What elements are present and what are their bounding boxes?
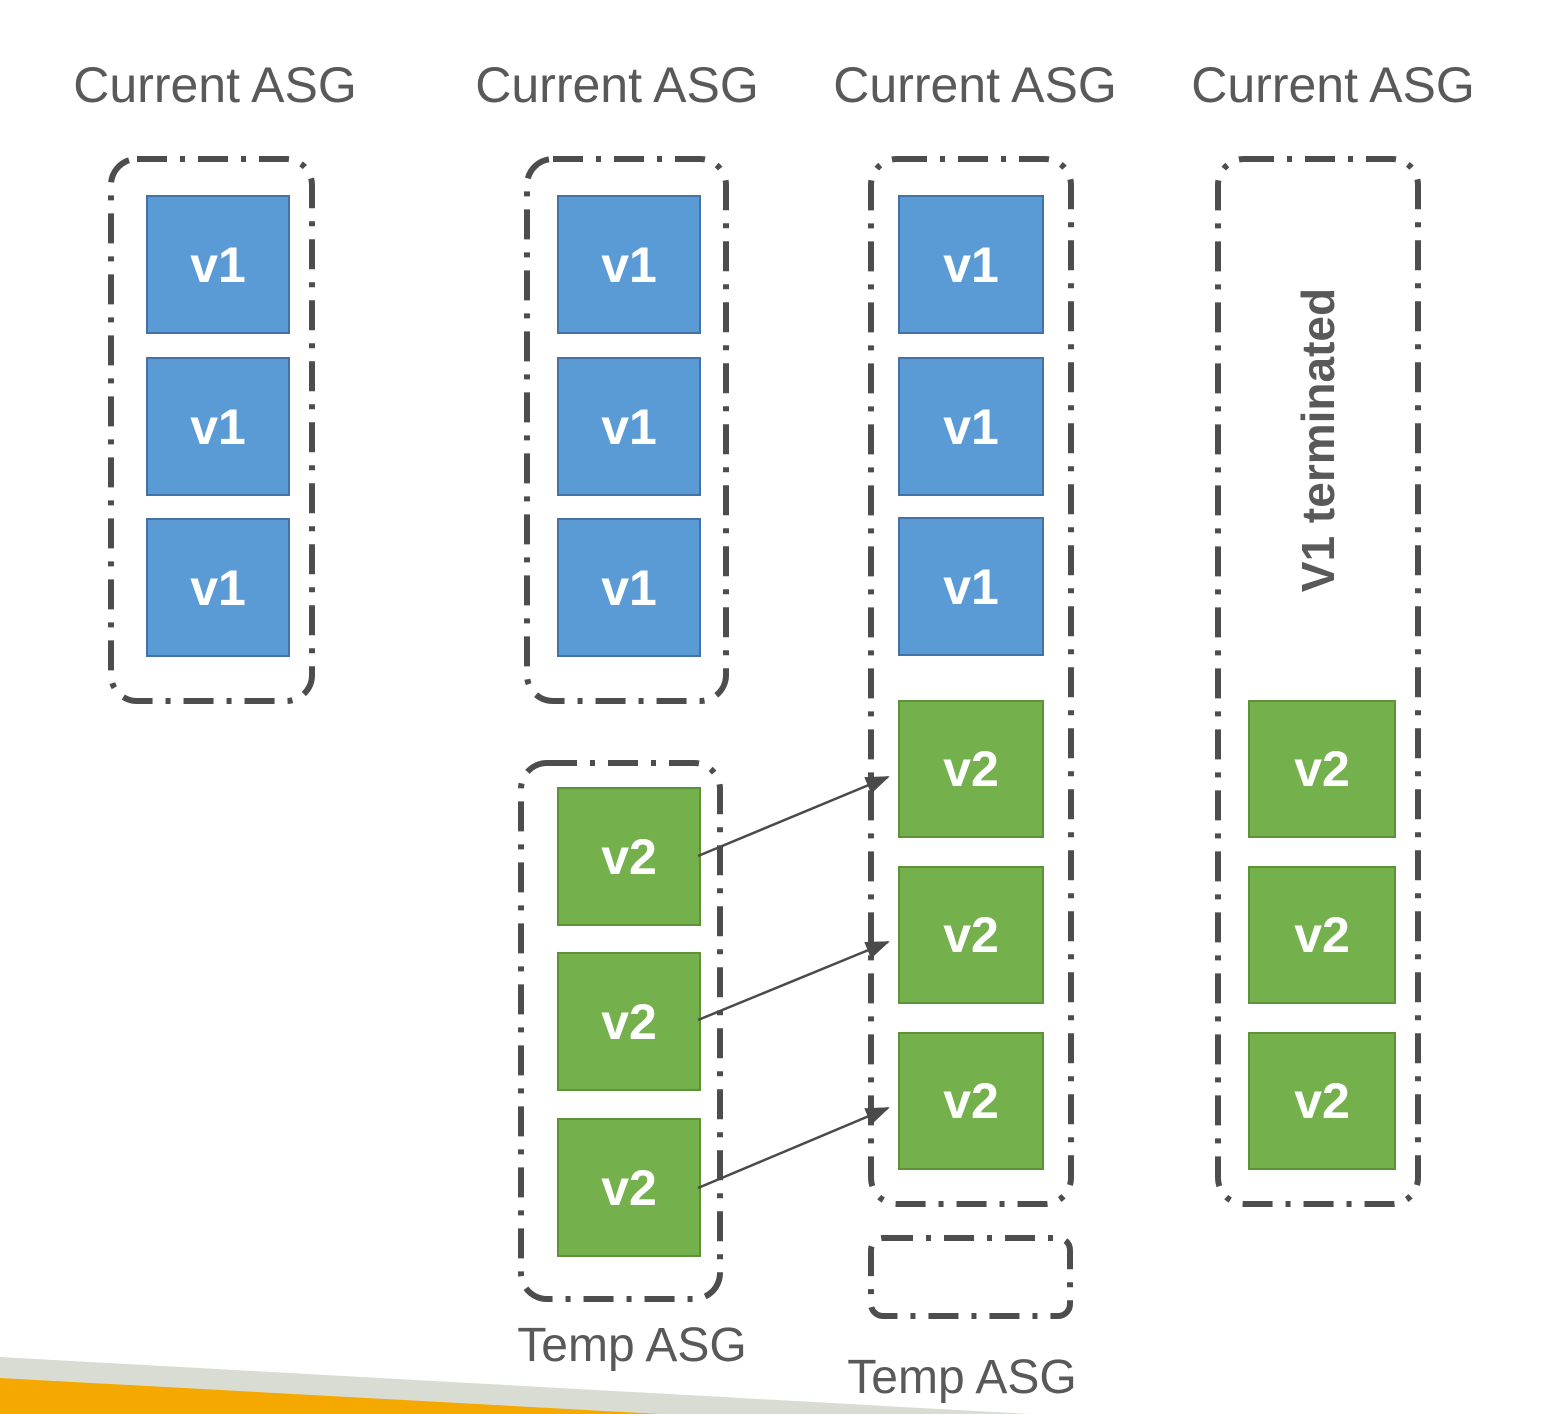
column-4-current-asg-group: V1 terminated v2 v2 v2	[1215, 156, 1421, 1207]
instance-label: v1	[943, 558, 999, 615]
instance-label: v2	[943, 741, 999, 797]
instance-v2-box: v2	[898, 866, 1044, 1004]
dashed-border	[868, 156, 1074, 1207]
instance-v2-box: v2	[557, 952, 701, 1091]
instance-v2-box: v2	[898, 700, 1044, 838]
dashed-border	[108, 156, 315, 704]
instance-v1-box: v1	[898, 195, 1044, 334]
dashed-border	[524, 156, 729, 704]
dashed-border	[1215, 156, 1421, 1207]
instance-v1-box: v1	[898, 357, 1044, 496]
dashed-border	[518, 760, 723, 1302]
instance-v2-box: v2	[1248, 700, 1396, 838]
migration-arrow-3	[697, 1106, 890, 1190]
instance-label: v2	[1294, 741, 1350, 797]
instance-label: v2	[1294, 907, 1350, 963]
instance-v1-box: v1	[146, 195, 290, 334]
migration-arrow-2	[697, 940, 890, 1022]
column-3-temp-asg-group-empty	[868, 1235, 1073, 1319]
instance-label: v1	[190, 236, 246, 293]
column-1-current-asg-group: v1 v1 v1	[108, 156, 315, 704]
instance-label: v2	[1294, 1073, 1350, 1129]
column-2-title: Current ASG	[475, 57, 759, 113]
instance-v1-box: v1	[557, 518, 701, 657]
v1-terminated-note: V1 terminated	[1292, 287, 1344, 593]
instance-v1-box: v1	[146, 518, 290, 657]
instance-v2-box: v2	[557, 787, 701, 926]
instance-v2-box: v2	[1248, 1032, 1396, 1170]
instance-label: v1	[943, 236, 999, 293]
instance-label: v1	[190, 559, 246, 616]
instance-v1-box: v1	[898, 517, 1044, 656]
instance-v1-box: v1	[557, 357, 701, 496]
instance-label: v1	[601, 559, 657, 616]
column-2-temp-asg-group: v2 v2 v2	[518, 760, 723, 1302]
column-4-title: Current ASG	[1191, 57, 1475, 113]
v1-terminated-note-wrap: V1 terminated	[1215, 260, 1421, 620]
dashed-border	[868, 1235, 1073, 1319]
column-3-temp-asg-label: Temp ASG	[847, 1351, 1077, 1404]
instance-label: v1	[601, 398, 657, 455]
instance-label: v2	[943, 907, 999, 963]
instance-v2-box: v2	[898, 1032, 1044, 1170]
instance-label: v1	[190, 398, 246, 455]
instance-label: v1	[943, 398, 999, 455]
instance-label: v2	[601, 993, 657, 1050]
column-1-title: Current ASG	[73, 57, 357, 113]
instance-label: v2	[943, 1073, 999, 1129]
instance-label: v2	[601, 1159, 657, 1216]
instance-v1-box: v1	[557, 195, 701, 334]
column-3-title: Current ASG	[833, 57, 1117, 113]
instance-v1-box: v1	[146, 357, 290, 496]
footer-stripe-orange	[0, 1378, 660, 1414]
column-3-current-asg-group: v1 v1 v1 v2 v2 v2	[868, 156, 1074, 1207]
instance-label: v1	[601, 236, 657, 293]
column-2-temp-asg-label: Temp ASG	[517, 1319, 747, 1372]
instance-label: v2	[601, 828, 657, 885]
instance-v2-box: v2	[1248, 866, 1396, 1004]
instance-v2-box: v2	[557, 1118, 701, 1257]
migration-arrow-1	[697, 775, 890, 858]
column-2-current-asg-group: v1 v1 v1	[524, 156, 729, 704]
